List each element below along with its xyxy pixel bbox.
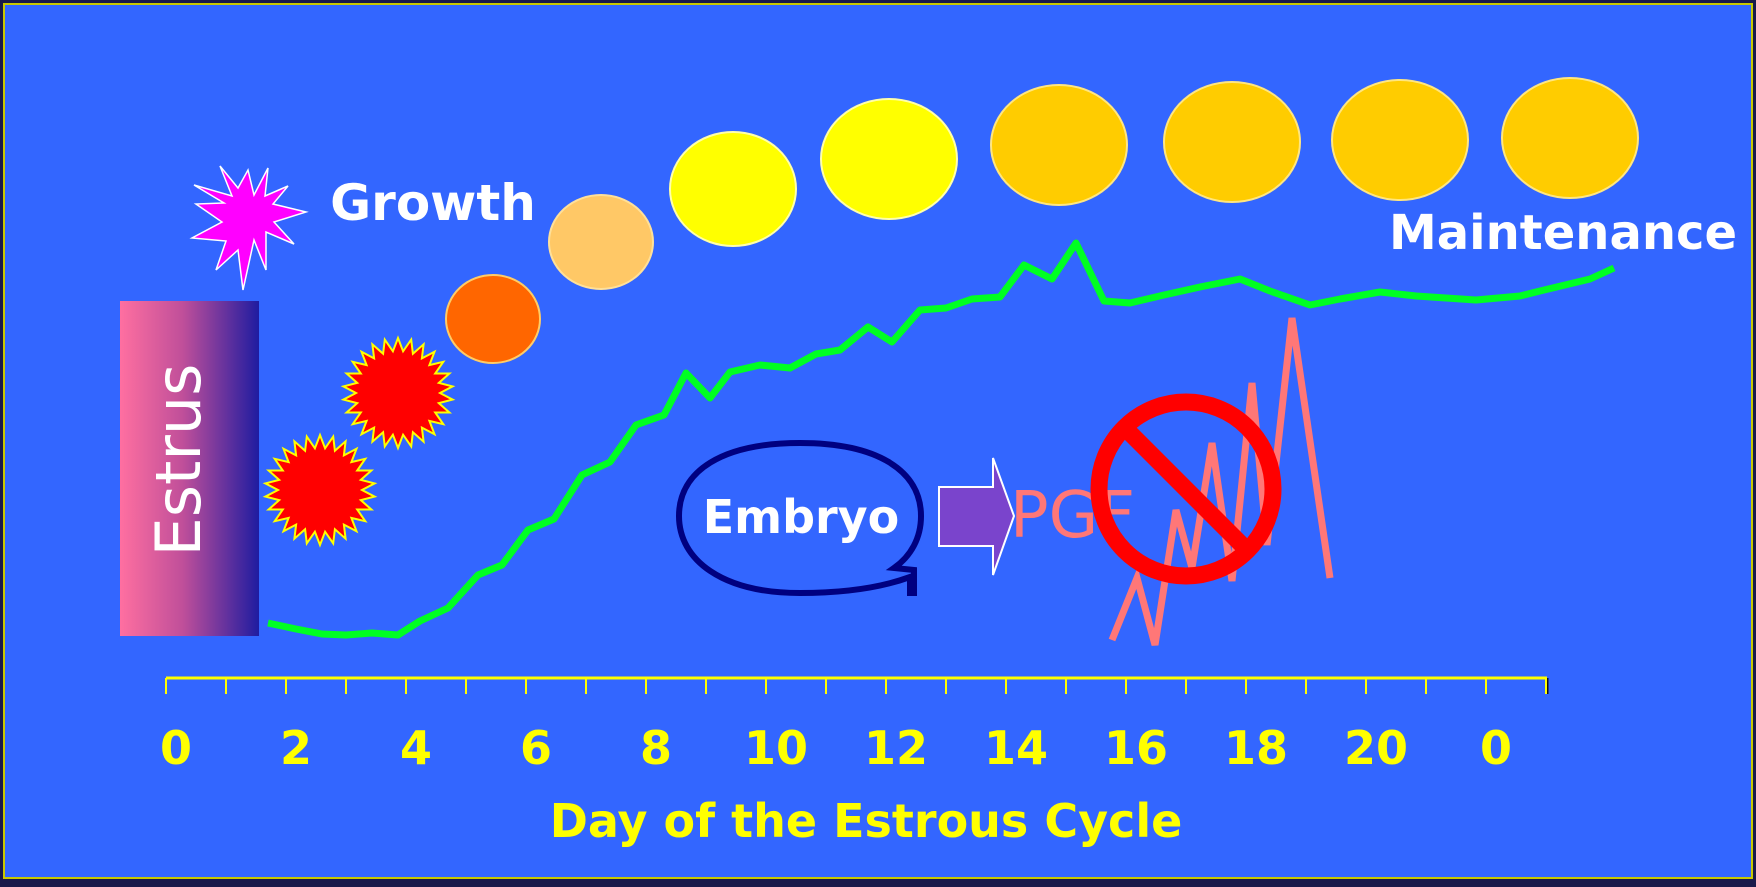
corpus-luteum-icon [548, 194, 654, 290]
x-axis-tick-label: 16 [1104, 721, 1168, 775]
x-axis-tick-label: 12 [864, 721, 928, 775]
corpus-luteum-icon [669, 131, 797, 247]
ovulation-star-icon [189, 165, 309, 291]
corpus-luteum-icon [820, 98, 958, 220]
progesterone-line [267, 239, 1616, 639]
x-axis-tick-label: 6 [520, 721, 552, 775]
estrus-label: Estrus [142, 364, 215, 557]
arrow-icon [938, 457, 1016, 576]
corpus-luteum-icon [1501, 77, 1639, 199]
x-axis-tick-label: 8 [640, 721, 672, 775]
corpus-luteum-icon [1163, 81, 1301, 203]
embryo-label: Embryo [703, 490, 900, 544]
growth-label: Growth [330, 174, 536, 232]
x-axis-tick-label: 4 [400, 721, 432, 775]
x-axis-tick-label: 14 [984, 721, 1048, 775]
follicle-icon [340, 335, 456, 451]
x-axis-tick-label: 20 [1344, 721, 1408, 775]
follicle-icon [262, 432, 378, 548]
x-axis-tick-label: 0 [1480, 721, 1512, 775]
x-axis-ticks [165, 678, 1547, 694]
x-axis-tick-label: 10 [744, 721, 808, 775]
corpus-luteum-icon [1331, 79, 1469, 201]
no-symbol-icon [1090, 393, 1282, 585]
x-axis-tick-label: 2 [280, 721, 312, 775]
x-axis-title: Day of the Estrous Cycle [550, 794, 1183, 848]
estrus-bar [120, 301, 259, 636]
x-axis-tick-label: 18 [1224, 721, 1288, 775]
corpus-luteum-icon [445, 274, 541, 364]
x-axis-tick-label: 0 [160, 721, 192, 775]
corpus-luteum-icon [990, 84, 1128, 206]
x-axis-tick-labels: 0 2 4 6 8 10 12 14 16 18 20 0 [160, 721, 1512, 775]
maintenance-label: Maintenance [1389, 205, 1737, 261]
embryo-callout [675, 439, 925, 597]
